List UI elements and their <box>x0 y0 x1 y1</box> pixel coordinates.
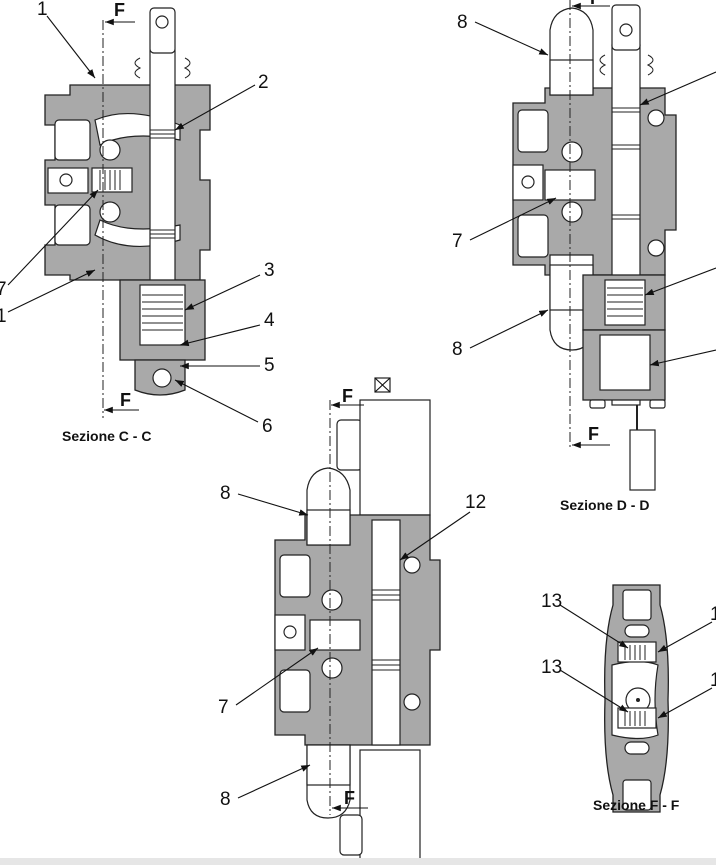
cut-mark-f: F <box>114 0 125 20</box>
callout-7: 7 <box>452 231 463 252</box>
solenoid-coil <box>359 399 431 516</box>
callout-5: 5 <box>264 355 275 376</box>
section-caption: Sezione F - F <box>593 797 680 813</box>
callout-1: 1 <box>0 306 7 327</box>
section-dd: F F Sezione D - D 8 7 8 <box>452 0 716 513</box>
connector <box>629 429 656 491</box>
section-ff: 13 13 1 1 Sezione F - F <box>541 584 716 813</box>
bottom-strip <box>0 858 716 865</box>
callout-8: 8 <box>452 339 463 360</box>
callout-13: 13 <box>541 591 562 612</box>
callout-1: 1 <box>710 604 716 625</box>
section-caption: Sezione C - C <box>62 428 151 444</box>
callout-12: 12 <box>465 492 486 513</box>
callout-7: 7 <box>0 279 7 300</box>
port <box>54 119 91 161</box>
cut-mark-f: F <box>120 390 131 410</box>
callout-1: 1 <box>710 670 716 691</box>
callout-6: 6 <box>262 416 273 437</box>
callout-8: 8 <box>457 12 468 33</box>
callout-13: 13 <box>541 657 562 678</box>
callout-2: 2 <box>258 72 269 93</box>
callout-4: 4 <box>264 310 275 331</box>
section-cc: F F Sezione C - C 1 2 7 1 3 4 5 6 <box>0 0 275 444</box>
solenoid-coil <box>359 749 421 861</box>
cut-mark-f: F <box>588 424 599 444</box>
section-center: F F 8 12 7 8 <box>218 377 486 861</box>
callout-8: 8 <box>220 483 231 504</box>
section-caption: Sezione D - D <box>560 497 649 513</box>
port <box>54 204 91 246</box>
cut-mark-f: F <box>342 386 353 406</box>
callout-3: 3 <box>264 260 275 281</box>
cut-mark-f: F <box>344 788 355 808</box>
callout-7: 7 <box>218 697 229 718</box>
spool-eye <box>149 7 176 54</box>
callout-1: 1 <box>37 0 48 20</box>
spool <box>371 519 401 746</box>
callout-8: 8 <box>220 789 231 810</box>
cut-mark-f: F <box>590 0 601 8</box>
check-valve <box>91 167 133 193</box>
